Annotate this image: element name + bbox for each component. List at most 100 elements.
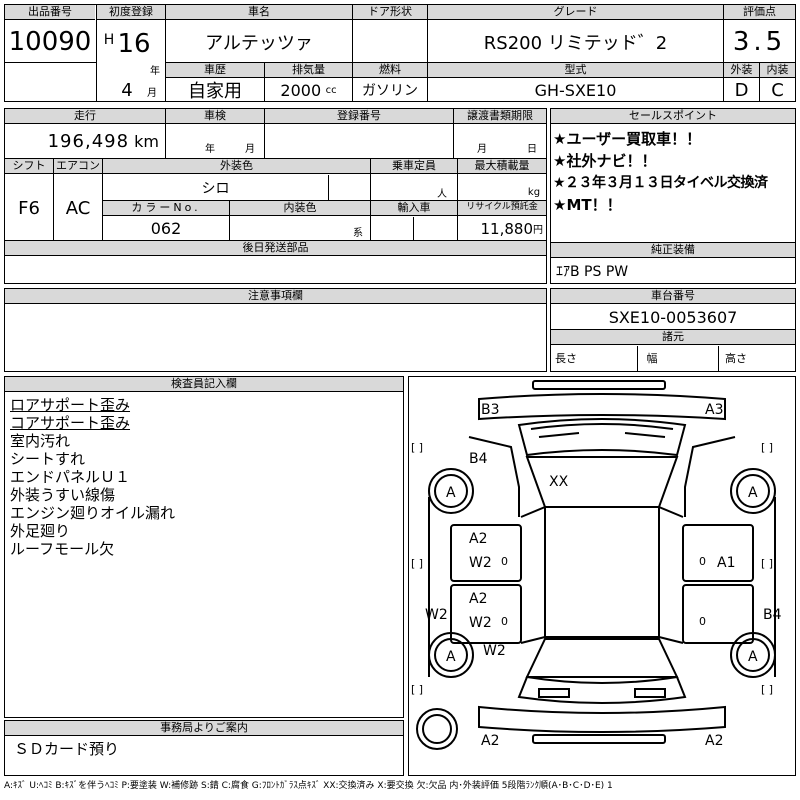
mileage-unit: km (134, 131, 159, 151)
mark-b3: B3 (481, 402, 500, 418)
score-label: 評価点 (724, 5, 795, 20)
width-label: 幅 (646, 352, 658, 365)
history-label: 車歴 (166, 63, 264, 78)
caution-label: 注意事項欄 (5, 289, 546, 304)
equipment-label: 純正装備 (551, 243, 795, 258)
mark-a2-rear-door: A2 (469, 591, 487, 607)
sales-points-list: ★ユーザー買取車！！ ★社外ナビ！！ ★２３年３月１３日タイベル交換済 ★MT！… (553, 128, 795, 216)
exterior-label: 外装 (724, 63, 759, 78)
mark-zero: 0 (699, 555, 706, 568)
inspector-note: 外装うすい線傷 (10, 486, 116, 504)
inspection-year-unit: 年 (205, 143, 215, 155)
recycle-number: 11,880 (480, 219, 534, 238)
interior-label: 内装 (760, 63, 795, 78)
bracket-mark: [ ] (411, 441, 423, 454)
inspector-notes: ロアサポート歪み コアサポート歪み 室内汚れ シートすれ エンドパネルＵ１ 外装… (10, 396, 400, 558)
inspector-note: コアサポート歪み (10, 414, 131, 432)
inspector-block (4, 376, 404, 718)
interior-value: C (771, 79, 784, 101)
mark-w2-left-side: W2 (425, 607, 448, 623)
mark-b4-top: B4 (469, 451, 488, 467)
bracket-mark: [ ] (761, 557, 773, 570)
month-unit: 月 (147, 87, 157, 99)
mileage-value: 196,498 km (5, 125, 165, 157)
chassis-label: 車台番号 (551, 289, 795, 304)
mark-a3: A3 (705, 402, 723, 418)
car-name: アルテッツァ (205, 33, 313, 54)
lot-label: 出品番号 (5, 5, 95, 20)
mark-a2-rear-right: A2 (705, 733, 723, 749)
ac-value: AC (65, 197, 91, 219)
import-label: 輸入車 (371, 201, 457, 216)
load-unit: kg (527, 186, 541, 198)
chassis-block (550, 288, 796, 372)
damage-diagram: B3 A3 B4 XX A A A A A2 W2 A2 W2 W2 A1 W2… (408, 376, 796, 776)
mark-xx: XX (549, 474, 569, 490)
mark-zero: 0 (501, 555, 508, 568)
interior-color-unit: 系 (353, 227, 363, 239)
registration-era: H (103, 32, 115, 48)
mark-a2-rear-left: A2 (481, 733, 499, 749)
grade-value: RS200 リミテッド゛2 (483, 33, 668, 54)
mark-a1: A1 (717, 555, 735, 571)
inspector-note: シートすれ (10, 450, 86, 468)
office-note: ＳＤカード預り (14, 740, 120, 758)
inspector-label: 検査員記入欄 (5, 377, 403, 392)
bracket-mark: [ ] (411, 557, 423, 570)
color-value: シロ (201, 181, 230, 197)
model-value: GH-SXE10 (534, 80, 617, 100)
later-parts-label: 後日発送部品 (5, 241, 546, 256)
inspection-month-unit: 月 (245, 143, 255, 155)
transfer-day-unit: 日 (527, 143, 537, 155)
displacement-number: 2000 (280, 80, 322, 100)
bracket-mark: [ ] (761, 441, 773, 454)
exterior-value: D (734, 79, 749, 101)
legend-footer: A:ｷｽﾞ U:ﾍｺﾐ B:ｷｽﾞを伴うﾍｺﾐ P:要塗装 W:補修跡 S:錆 … (4, 781, 613, 791)
recycle-label: リサイクル預託金 (458, 201, 546, 216)
office-block (4, 720, 404, 776)
load-label: 最大積載量 (458, 159, 546, 174)
car-name-label: 車名 (166, 5, 352, 20)
year-unit: 年 (150, 65, 160, 77)
inspection-label: 車検 (166, 109, 264, 124)
office-label: 事務局よりご案内 (5, 721, 403, 736)
registration-month: 4 (121, 79, 133, 101)
equipment-block (550, 242, 796, 284)
caution-block (4, 288, 547, 372)
mark-a-front-right-wheel: A (748, 485, 758, 501)
registration-label: 初度登録 (97, 5, 165, 20)
mileage-label: 走行 (5, 109, 165, 124)
sales-point: ★ユーザー買取車！！ (553, 130, 702, 148)
mark-a2-front-door: A2 (469, 531, 487, 547)
header-block (4, 4, 796, 102)
door-label: ドア形状 (353, 5, 427, 20)
fuel-value: ガソリン (362, 83, 418, 99)
displacement-unit: cc (325, 84, 337, 96)
color-label: 外装色 (103, 159, 370, 174)
mark-w2-rear-door: W2 (469, 615, 492, 631)
bracket-mark: [ ] (761, 683, 773, 696)
sales-points-label: セールスポイント (551, 109, 795, 124)
details-block (4, 108, 547, 284)
displacement-label: 排気量 (265, 63, 352, 78)
mark-b4-right: B4 (763, 607, 782, 623)
mark-a-rear-right-wheel: A (748, 649, 758, 665)
sales-point: ★MT！！ (553, 196, 622, 214)
mark-w2-front-door: W2 (469, 555, 492, 571)
inspector-note: ルーフモール欠 (10, 540, 115, 558)
sales-point: ★社外ナビ！！ (553, 152, 657, 170)
mark-zero: 0 (699, 615, 706, 628)
inspector-note: エンドパネルＵ１ (10, 468, 131, 486)
interior-color-label: 内装色 (230, 201, 370, 216)
ac-label: エアコン (54, 159, 102, 174)
length-label: 長さ (555, 352, 577, 365)
mark-zero: 0 (501, 615, 508, 628)
mark-a-front-left-wheel: A (446, 485, 456, 501)
bracket-mark: [ ] (411, 683, 423, 696)
displacement-value: 2000 cc (265, 79, 352, 101)
mileage-number: 196,498 (47, 130, 130, 152)
capacity-unit: 人 (437, 188, 447, 200)
inspector-note: 外足廻り (10, 522, 71, 540)
mark-w2-rear-quarter: W2 (483, 643, 506, 659)
